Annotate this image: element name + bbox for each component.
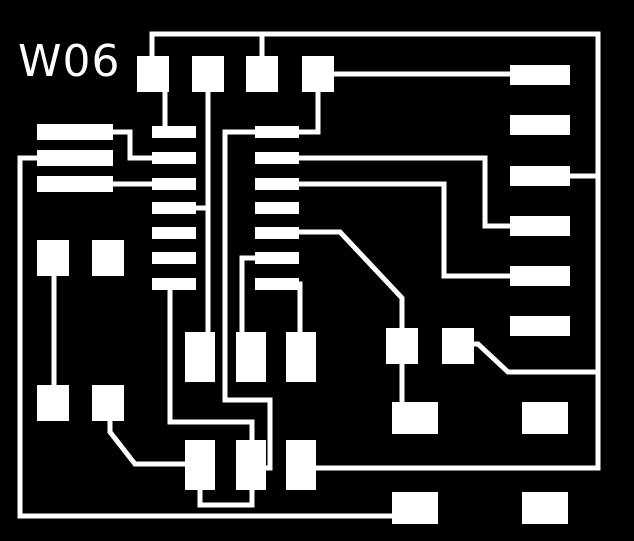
pad-ic-pin-2: [152, 152, 196, 164]
pad-cap-3: [286, 332, 316, 382]
pad-ic-pin-10: [255, 178, 299, 190]
pad-ic-pin-7: [152, 278, 196, 290]
pads: [37, 56, 570, 524]
trace-pin12-to-led: [277, 229, 405, 345]
pad-ic-pin-6: [152, 252, 196, 264]
trace-top-loop: [149, 31, 601, 471]
trace-pin8-to-bottom: [222, 129, 273, 471]
pad-conn-2: [510, 115, 570, 135]
pad-header-3: [246, 56, 278, 92]
trace-pad2-to-c1: [197, 205, 211, 355]
pad-conn-5: [510, 266, 570, 286]
board-label: W06: [18, 36, 121, 87]
trace-button-to-right: [457, 341, 601, 375]
pad-ic-pin-13: [255, 252, 299, 264]
pad-ic-pin-12: [255, 227, 299, 239]
pad-conn-3: [510, 166, 570, 186]
pad-ic-pin-1: [152, 126, 196, 138]
trace-bottom-link: [197, 477, 255, 508]
pad-ftdi-3: [37, 176, 113, 192]
pad-switch-4: [92, 385, 124, 421]
pad-conn-4: [510, 216, 570, 236]
pad-res-2: [522, 402, 568, 434]
pad-ic-pin-3: [152, 178, 196, 190]
pad-header-4: [302, 56, 334, 92]
pad-bottom-2: [236, 440, 266, 490]
pad-conn-6: [510, 316, 570, 336]
pad-ftdi-2: [37, 150, 113, 166]
pad-switch-1: [37, 240, 69, 276]
pad-res-1: [392, 402, 438, 434]
pad-bottom-3: [286, 440, 316, 490]
pad-button-1: [442, 328, 474, 364]
trace-pin9-to-j4: [277, 155, 543, 229]
pad-res-4: [522, 492, 568, 524]
pad-led-1: [386, 328, 418, 364]
pad-cap-1: [185, 332, 215, 382]
pad-ic-pin-5: [152, 227, 196, 239]
pad-ic-pin-9: [255, 152, 299, 164]
pad-header-2: [192, 56, 224, 92]
pad-conn-1: [510, 65, 570, 85]
pad-bottom-1: [185, 440, 215, 490]
pad-ic-pin-11: [255, 202, 299, 214]
trace-pin10-to-j5: [277, 181, 543, 279]
pad-ic-pin-14: [255, 278, 299, 290]
pad-cap-2: [236, 332, 266, 382]
pad-ic-pin-4: [152, 202, 196, 214]
pad-res-3: [392, 492, 438, 524]
pad-ftdi-1: [37, 124, 113, 140]
pad-header-1: [137, 56, 169, 92]
pad-switch-2: [92, 240, 124, 276]
pad-switch-3: [37, 385, 69, 421]
pad-ic-pin-8: [255, 126, 299, 138]
